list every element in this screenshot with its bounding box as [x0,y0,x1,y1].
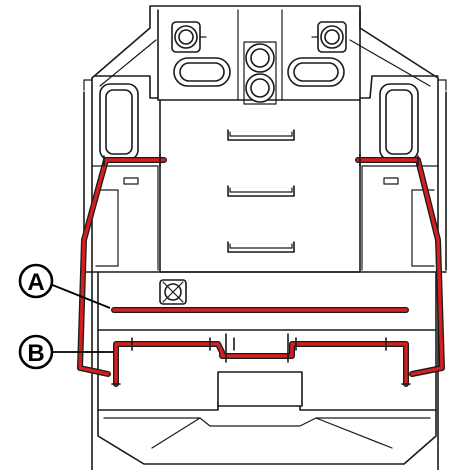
pilot-hatch-icon [159,279,187,305]
nose-handles [227,129,295,253]
headlight-left [171,21,207,53]
callout-a-label: A [27,269,44,296]
callout-a: A [18,263,111,309]
center-lights [243,41,277,105]
number-board-left [173,57,231,87]
callout-b: B [18,334,114,370]
side-handrail-right [355,153,445,377]
number-board-right [287,57,345,87]
item-b-end-handrail [111,333,411,387]
locomotive-body [83,5,447,470]
side-handrail-left [77,153,167,377]
callout-b-label: B [27,340,44,367]
headlight-right [311,21,347,53]
